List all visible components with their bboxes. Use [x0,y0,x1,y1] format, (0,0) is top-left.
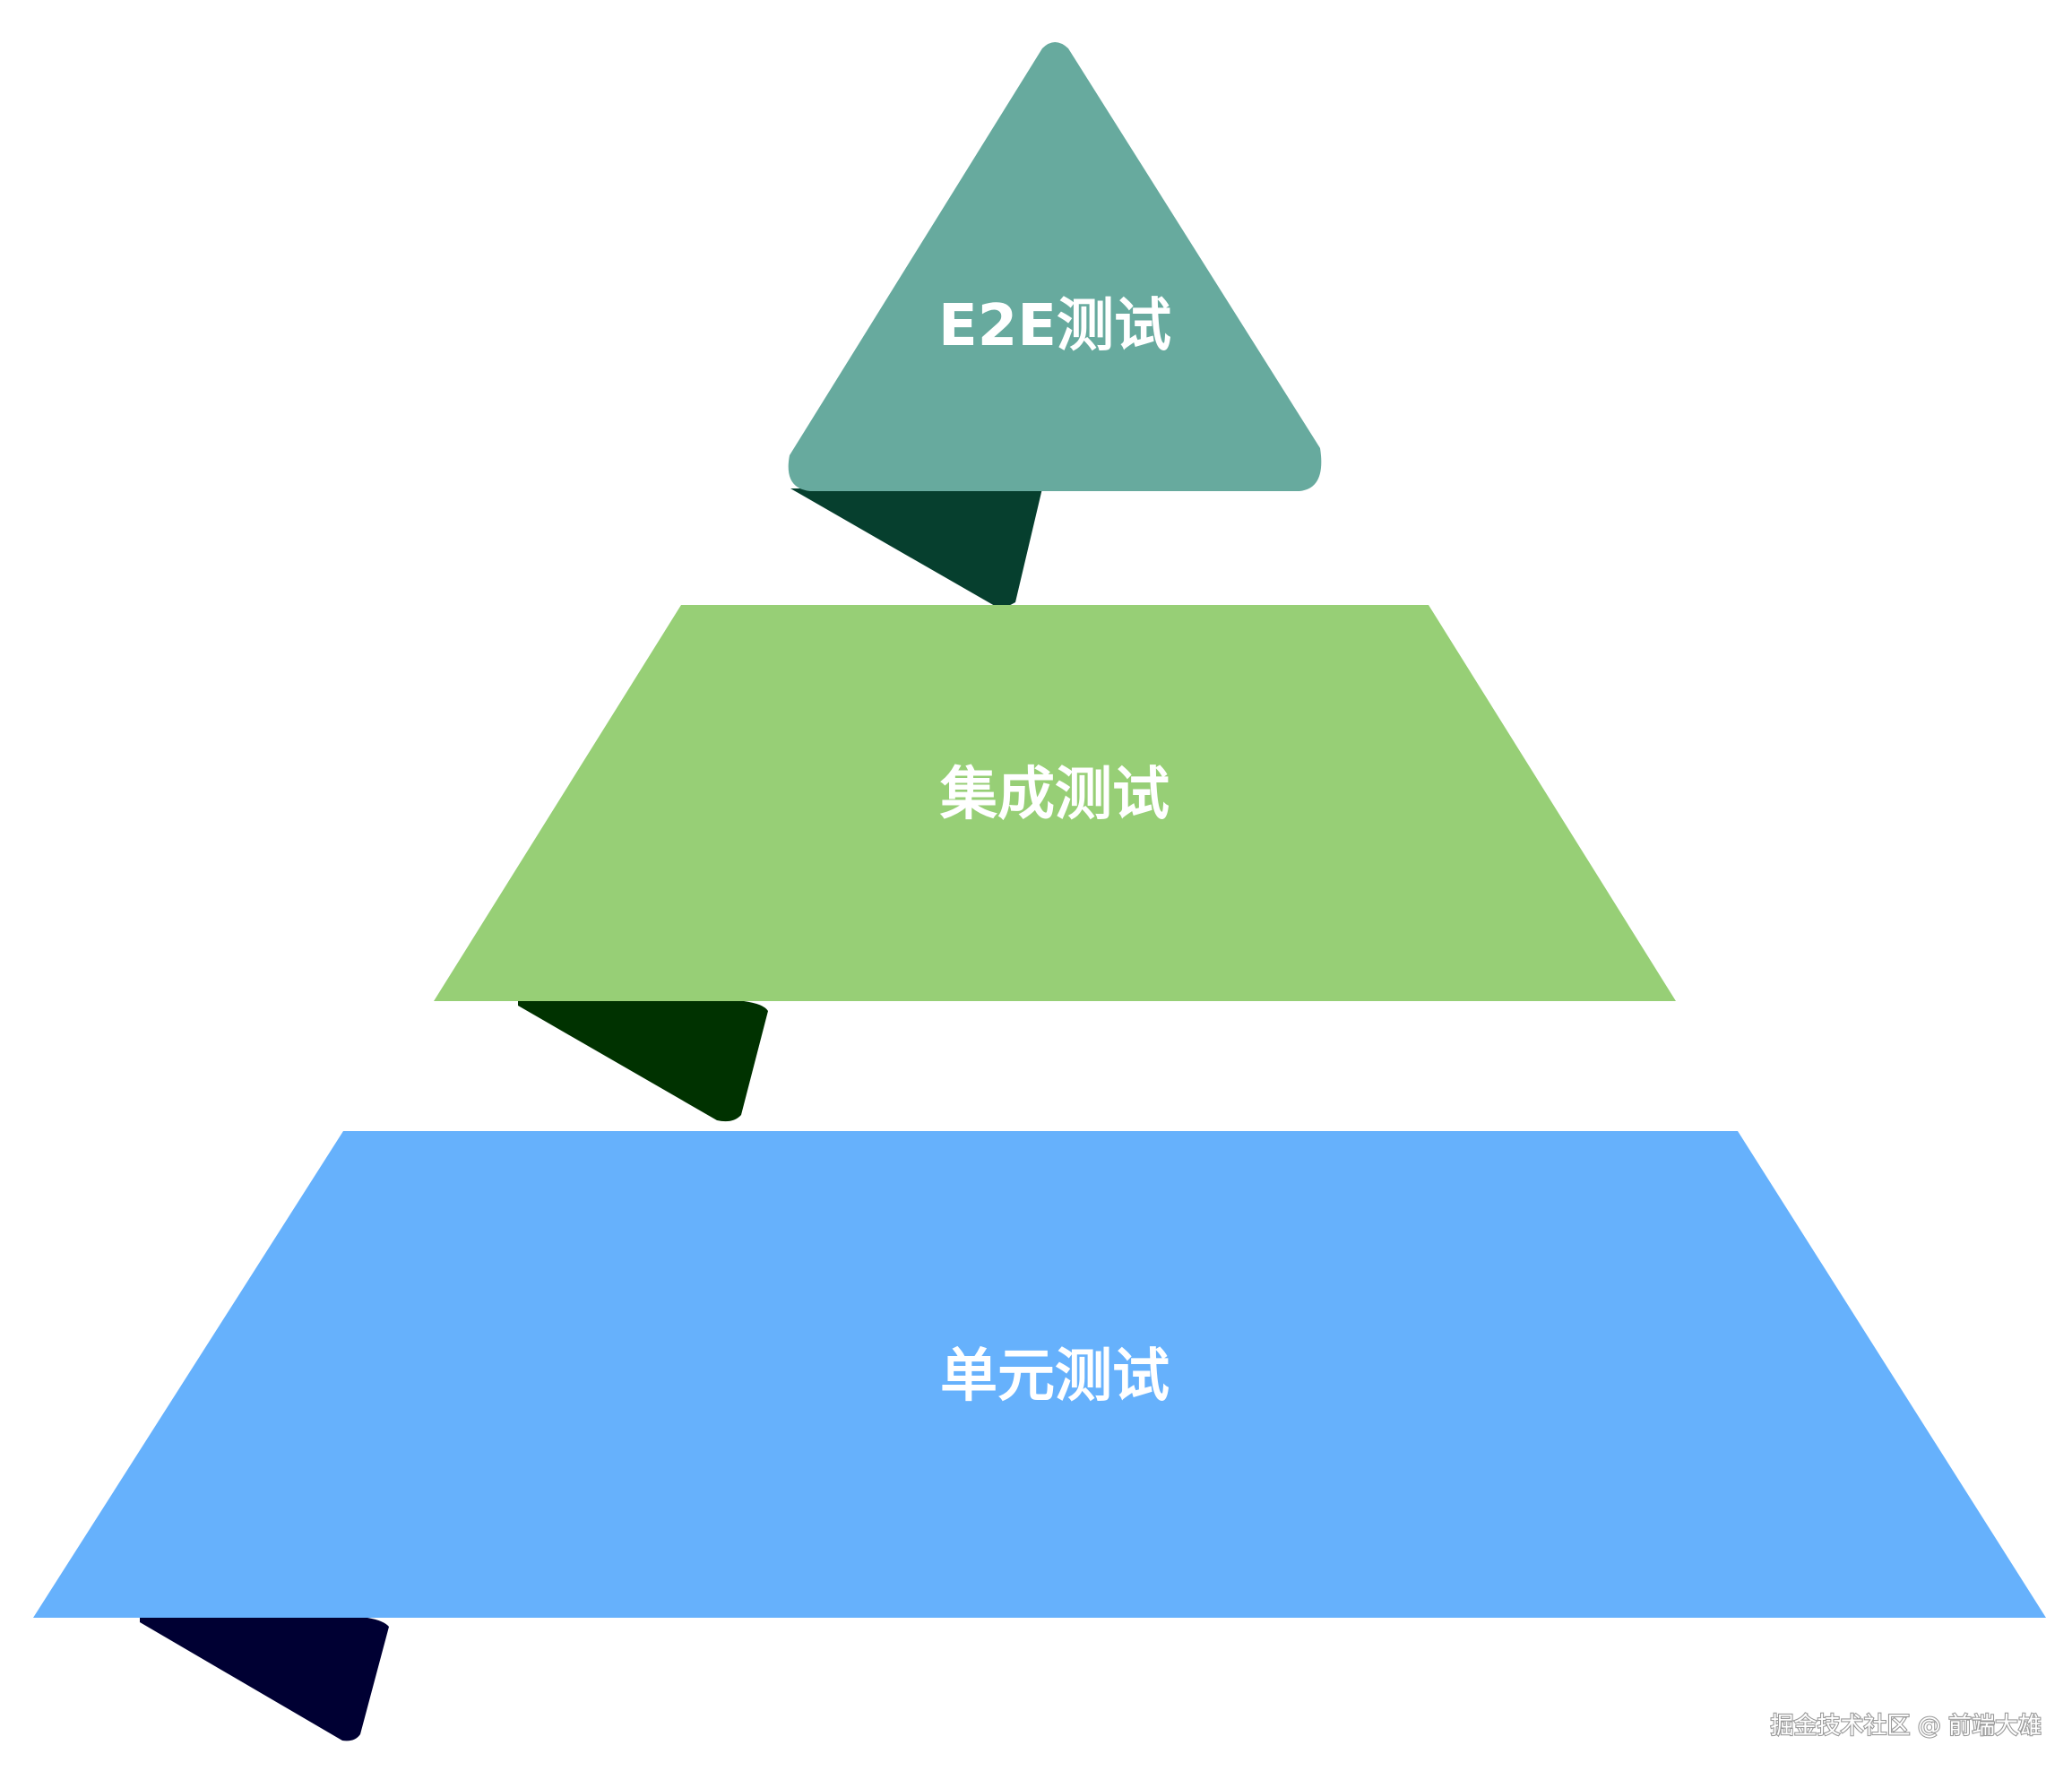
integration-label: 集成测试 [939,762,1170,828]
unit-label: 单元测试 [940,1343,1170,1410]
watermark-text: 掘金技术社区 @ 前端大雄 [1770,1713,2042,1740]
unit-tier [33,1131,2046,1618]
unit-fold [140,1618,389,1741]
e2e-label: E2E测试 [938,293,1171,359]
e2e-tier [788,42,1322,491]
e2e-fold [790,488,1042,608]
integration-tier [434,605,1676,1001]
integration-fold [518,1001,768,1122]
